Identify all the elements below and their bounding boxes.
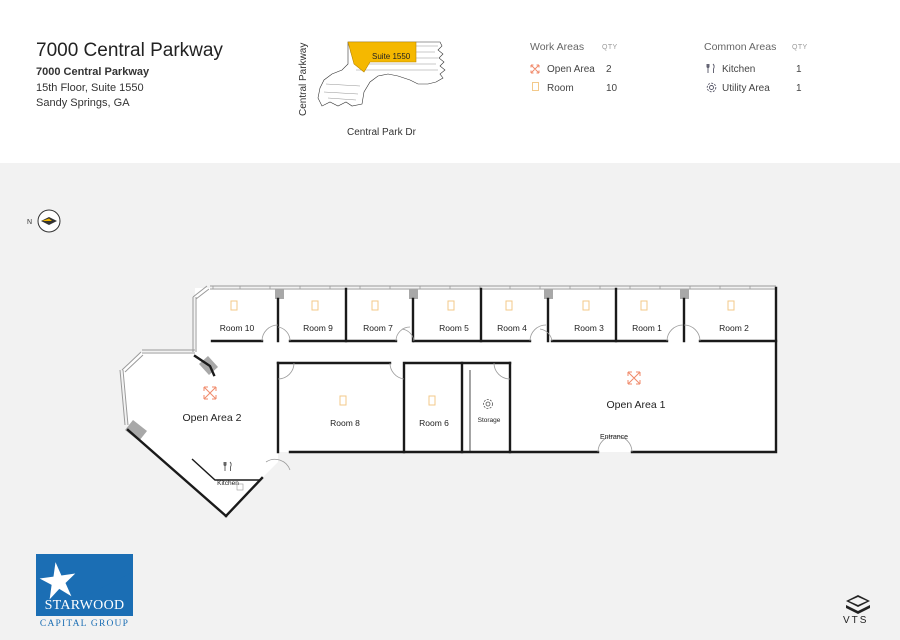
room-5-label: Room 5 (439, 323, 469, 333)
door-entrance (597, 435, 633, 453)
kitchen-sink (236, 483, 244, 491)
kitchen-icon (223, 461, 232, 471)
key-plan: Suite 1550 Central Parkway Central Park … (298, 41, 446, 138)
street-label-bottom: Central Park Dr (347, 127, 417, 138)
door-room-3 (539, 328, 553, 342)
room-icon (339, 395, 347, 406)
legend-kitchen-label: Kitchen (722, 64, 756, 75)
column (125, 420, 147, 441)
door-room-1 (666, 324, 684, 342)
window-band (119, 285, 776, 426)
common-areas-qty-heading: QTY (792, 44, 808, 51)
room-icon (371, 300, 379, 311)
legend-kitchen-qty: 1 (796, 64, 802, 75)
room-icon (230, 300, 238, 311)
interior-walls (191, 370, 471, 481)
common-areas-heading: Common Areas (704, 41, 777, 53)
room-icon (582, 300, 590, 311)
door-room-6 (389, 362, 405, 380)
doors (261, 324, 701, 471)
utility-area-icon (706, 82, 717, 93)
room-6-label: Room 6 (419, 418, 449, 428)
legend-open-area-qty: 2 (606, 64, 612, 75)
work-areas-heading: Work Areas (530, 41, 585, 53)
storage-label: Storage (478, 417, 501, 424)
kitchen-icon (706, 63, 715, 73)
door-room-5 (401, 328, 415, 342)
walls (126, 286, 778, 518)
address-line-1: 7000 Central Parkway (36, 66, 150, 78)
legend-open-area-label: Open Area (547, 64, 595, 75)
room-icon (447, 300, 455, 311)
room-icon (532, 82, 539, 91)
address-line-2: 15th Floor, Suite 1550 (36, 82, 144, 94)
column (409, 289, 418, 299)
room-icon (727, 300, 735, 311)
page-title: 7000 Central Parkway (36, 40, 223, 61)
work-areas-qty-heading: QTY (602, 44, 618, 51)
open-area-icon (530, 64, 540, 74)
column (275, 289, 284, 299)
room-icon (505, 300, 513, 311)
column (680, 289, 689, 299)
street-label-left: Central Parkway (298, 43, 309, 116)
room-9-label: Room 9 (303, 323, 333, 333)
room-icon (311, 300, 319, 311)
column (544, 289, 553, 299)
open-area-icon (203, 386, 217, 400)
entrance-label: Entrance (600, 434, 628, 441)
door-room-10 (261, 324, 279, 342)
starwood-logo (36, 554, 133, 616)
utility-area-icon (483, 399, 493, 409)
header: 7000 Central Parkway 7000 Central Parkwa… (0, 0, 900, 163)
legend-room-qty: 10 (606, 83, 618, 94)
door-open-area-2 (265, 458, 291, 471)
door-room-2 (683, 324, 701, 342)
suite-highlight (347, 41, 417, 73)
room-icons (230, 300, 735, 406)
suite-label: Suite 1550 (372, 52, 411, 61)
legend-utility-qty: 1 (796, 83, 802, 94)
compass-north-label: N (27, 219, 32, 226)
legend-utility-label: Utility Area (722, 83, 770, 94)
door-room-9 (277, 326, 291, 342)
room-10-label: Room 10 (220, 323, 255, 333)
door-storage (493, 362, 511, 380)
door-room-4 (529, 324, 547, 342)
room-icon (640, 300, 648, 311)
open-area-icon (627, 371, 641, 385)
floorplan-area: N (0, 163, 900, 640)
open-area-icons (203, 371, 641, 400)
company-sub: CAPITAL GROUP (39, 619, 130, 629)
room-2-label: Room 2 (719, 323, 749, 333)
door-room-8 (277, 362, 295, 380)
floorplan: N (27, 209, 870, 614)
floor-fill (122, 288, 776, 516)
room-1-label: Room 1 (632, 323, 662, 333)
room-8-label: Room 8 (330, 418, 360, 428)
room-3-label: Room 3 (574, 323, 604, 333)
kitchen-label: Kitchen (217, 480, 239, 487)
room-4-label: Room 4 (497, 323, 527, 333)
compass: N (27, 209, 61, 233)
room-icon (428, 395, 436, 406)
star-icon (36, 554, 133, 606)
open-area-1-label: Open Area 1 (607, 399, 666, 411)
room-7-label: Room 7 (363, 323, 393, 333)
vts-label: VTS (843, 615, 869, 626)
door-room-7 (395, 326, 411, 342)
legend-room-label: Room (547, 83, 574, 94)
vts-logo-icon (846, 595, 870, 614)
company-name: STARWOOD (44, 598, 125, 613)
address-line-3: Sandy Springs, GA (36, 97, 130, 109)
open-area-2-label: Open Area 2 (183, 412, 242, 424)
